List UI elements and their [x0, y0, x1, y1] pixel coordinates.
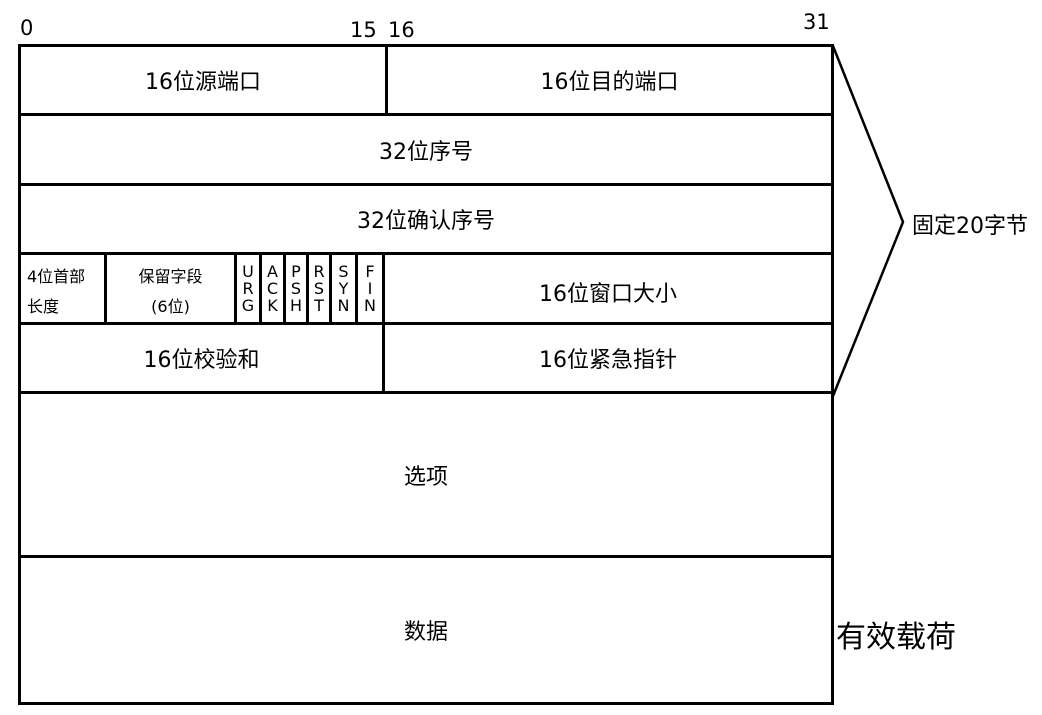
flag-letter: F	[365, 262, 375, 281]
bit-label-15: 15	[350, 18, 377, 42]
flag-syn: S Y N	[332, 255, 355, 322]
flag-psh: P S H	[286, 255, 306, 322]
divider	[306, 252, 309, 325]
flag-letter: I	[367, 279, 373, 298]
flag-letter: R	[313, 262, 325, 281]
flag-letter: R	[242, 279, 254, 298]
flag-ack: A C K	[262, 255, 283, 322]
flag-letter: Y	[338, 279, 349, 298]
divider	[18, 252, 834, 255]
flag-letter: H	[289, 296, 303, 315]
flag-letter: K	[267, 296, 278, 315]
bit-label-16: 16	[388, 18, 415, 42]
divider	[355, 252, 358, 325]
bit-label-0: 0	[20, 16, 34, 40]
field-reserved: 保留字段 (6位)	[107, 262, 234, 322]
field-header-length: 4位首部 长度	[27, 262, 103, 322]
divider	[234, 252, 237, 325]
flag-letter: T	[314, 296, 324, 315]
flag-letter: S	[338, 262, 349, 281]
divider	[385, 44, 388, 116]
flag-letter: C	[266, 279, 279, 298]
field-data: 数据	[403, 620, 448, 645]
field-reserved-line2: (6位)	[151, 297, 190, 316]
field-reserved-line1: 保留字段	[138, 267, 203, 286]
divider	[18, 113, 834, 116]
flag-urg: U R G	[237, 255, 259, 322]
divider	[329, 252, 332, 325]
fixed-header-bracket	[831, 45, 905, 397]
field-checksum: 16位校验和	[143, 348, 260, 373]
field-header-length-line2: 长度	[27, 297, 60, 316]
tcp-header-diagram	[18, 44, 834, 705]
flag-letter: N	[337, 296, 350, 315]
flag-letter: N	[364, 296, 376, 315]
field-header-length-line1: 4位首部	[27, 267, 86, 286]
field-destination-port: 16位目的端口	[540, 70, 679, 95]
divider	[382, 252, 385, 394]
flag-rst: R S T	[309, 255, 329, 322]
field-urgent-pointer: 16位紧急指针	[539, 348, 677, 373]
flag-letter: P	[291, 262, 301, 281]
divider	[259, 252, 262, 325]
divider	[104, 252, 107, 325]
payload-label: 有效载荷	[836, 620, 956, 655]
field-window-size: 16位窗口大小	[539, 281, 677, 307]
field-options: 选项	[403, 464, 448, 490]
fixed-header-label: 固定20字节	[912, 214, 1028, 239]
flag-letter: G	[241, 296, 255, 315]
flag-letter: S	[313, 279, 325, 298]
divider	[283, 252, 286, 325]
field-source-port: 16位源端口	[145, 70, 261, 95]
field-ack-number: 32位确认序号	[357, 209, 495, 234]
flag-letter: S	[290, 279, 302, 298]
flag-fin: F I N	[358, 255, 382, 322]
divider	[18, 322, 834, 325]
field-sequence-number: 32位序号	[379, 139, 473, 165]
flag-letter: A	[267, 262, 278, 281]
divider	[18, 555, 834, 558]
divider	[18, 183, 834, 186]
divider	[18, 391, 834, 394]
bit-label-31: 31	[803, 10, 830, 34]
flag-letter: U	[242, 262, 254, 281]
